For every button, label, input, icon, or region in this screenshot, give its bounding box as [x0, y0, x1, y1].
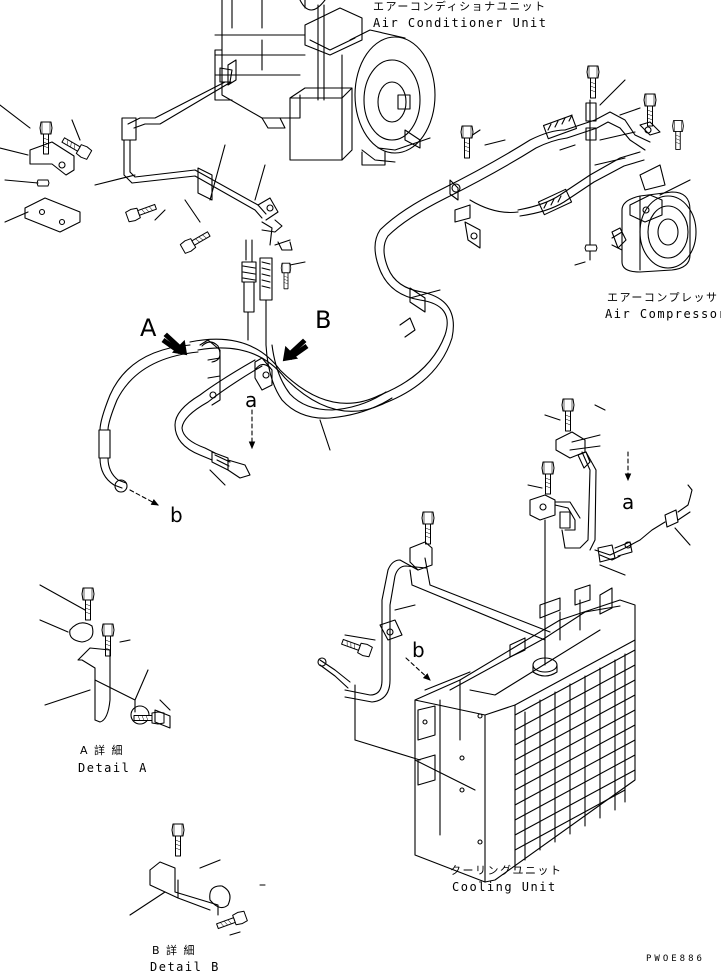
cooling-unit-label-en: Cooling Unit — [452, 880, 557, 894]
air-compressor-label-en: Air Compressor — [605, 307, 721, 321]
detail-a-label-en: Detail A — [78, 761, 148, 775]
cooling-unit-drawing — [414, 584, 636, 883]
marker-b-upper: b — [170, 503, 183, 527]
marker-b-lower: b — [412, 638, 425, 662]
air-compressor-drawing — [611, 191, 697, 273]
harness-bracket-drawing — [317, 511, 551, 761]
marker-a-lower: a — [622, 490, 635, 514]
pipe-clamp-brackets-drawing — [199, 339, 273, 406]
air-conditioner-unit-label-en: Air Conditioner Unit — [373, 16, 548, 30]
detail-b-label-en: Detail B — [150, 960, 220, 974]
air-compressor-label-jp: エアーコンプレッサ — [607, 291, 719, 304]
detail-a-label-jp: A 詳 細 — [80, 744, 125, 757]
detail-b-drawing — [129, 823, 266, 936]
cooling-unit-label-jp: クーリングユニット — [450, 864, 563, 877]
compressor-pipes-drawing — [460, 65, 691, 266]
view-arrow-a — [161, 332, 188, 356]
view-arrow-b — [282, 338, 309, 362]
detail-b-label-jp: B 詳 細 — [152, 944, 197, 957]
upper-left-parts-drawing — [0, 104, 93, 233]
marker-a-upper: a — [245, 388, 258, 412]
view-marker-a: A — [140, 314, 157, 342]
air-conditioner-unit-label-jp: エアーコンディショナユニット — [373, 0, 547, 13]
direction-arrows-drawing — [129, 409, 632, 681]
sensor-harness-drawing — [527, 398, 693, 666]
upper-pipe-run-drawing — [94, 67, 306, 346]
center-pipe-loop-drawing — [98, 129, 568, 493]
detail-a-drawing — [39, 584, 171, 729]
air-conditioner-unit-drawing — [214, 0, 436, 166]
drawing-code: PWOE886 — [646, 954, 705, 964]
view-marker-b: B — [315, 306, 332, 334]
